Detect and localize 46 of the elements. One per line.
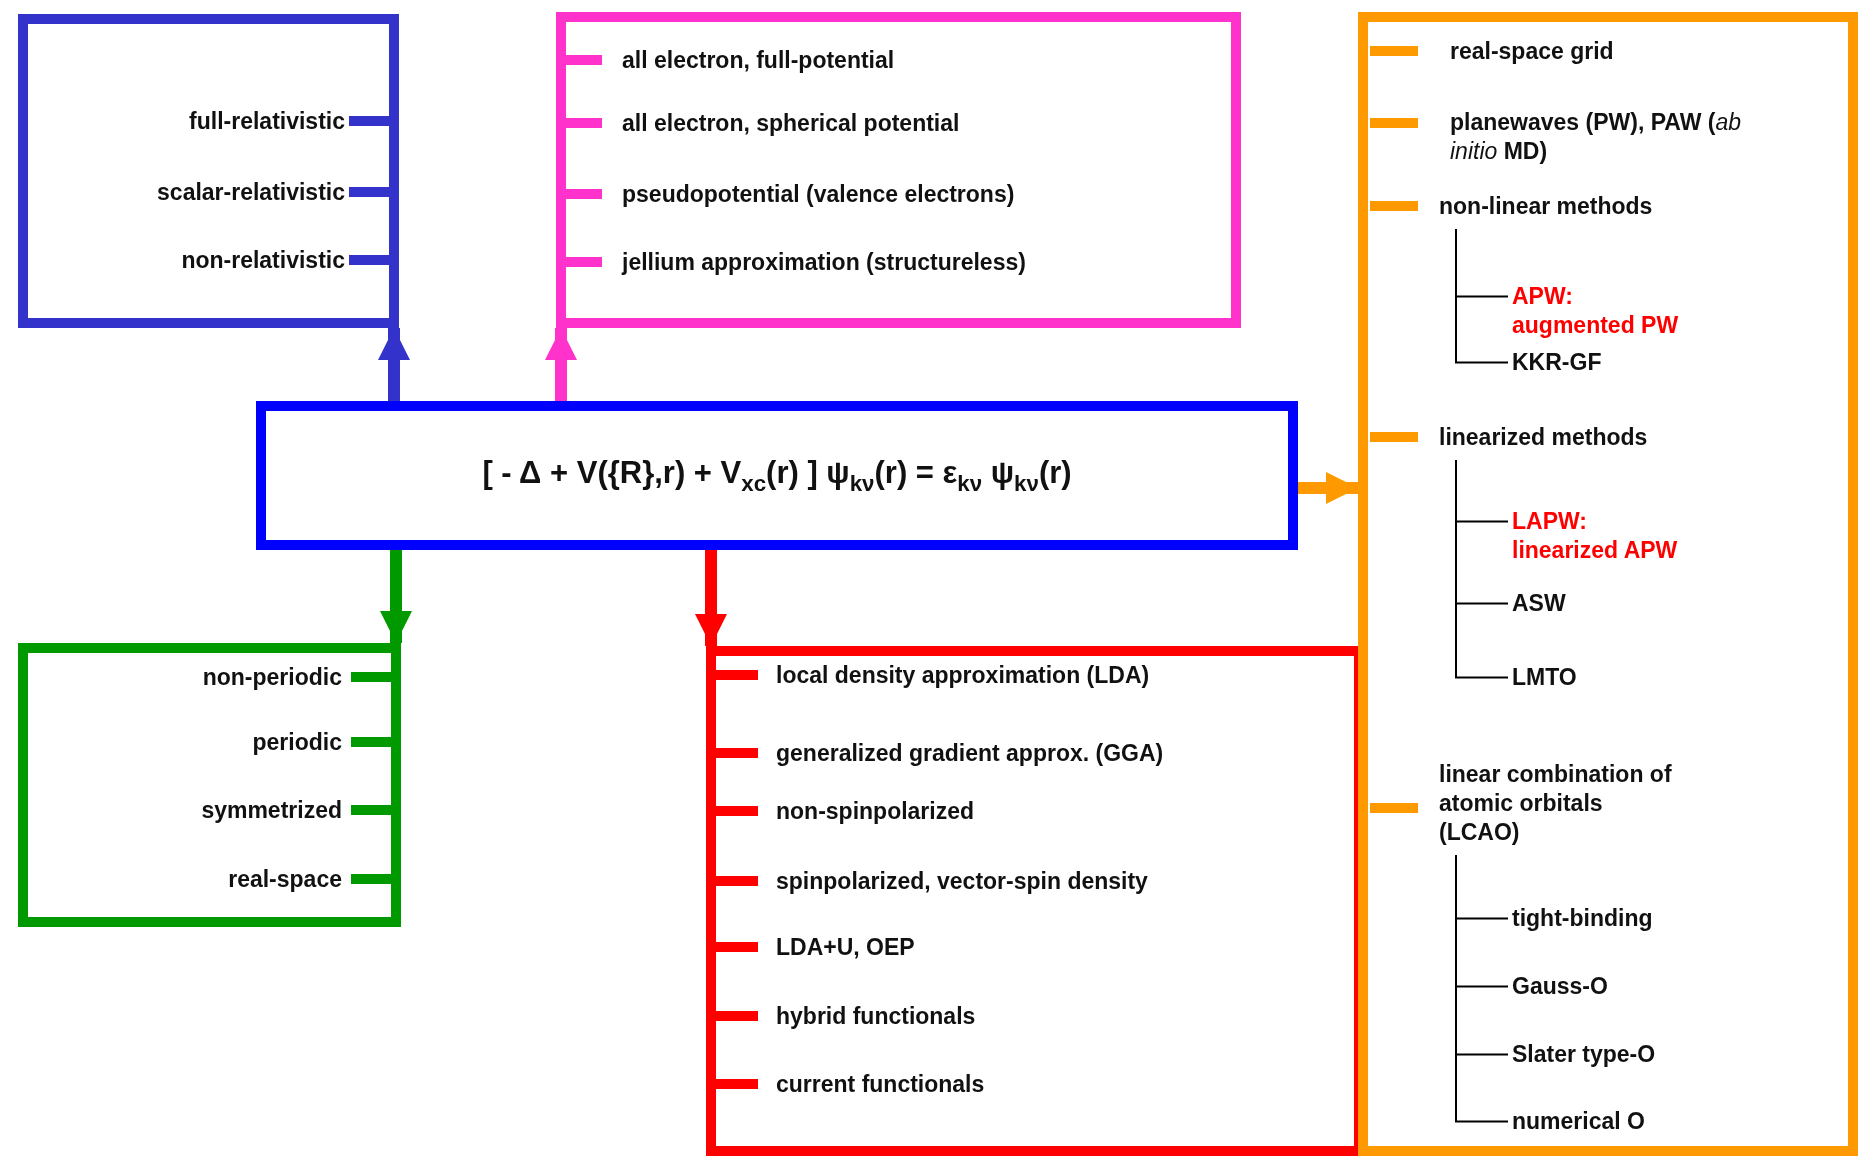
item-label: local density approximation (LDA) [776,660,1150,690]
method-label: linearized methods [1439,423,1769,452]
category-panel [18,643,401,927]
item-label: spinpolarized, vector-spin density [776,866,1148,896]
method-label: ASW [1512,589,1712,618]
method-label: Slater type-O [1512,1040,1732,1069]
method-label: non-linear methods [1439,192,1769,221]
item-label: generalized gradient approx. (GGA) [776,738,1164,768]
item-label: real-space [228,864,342,894]
arrow [695,550,727,646]
method-label: LMTO [1512,663,1712,692]
method-label: KKR-GF [1512,348,1712,377]
item-label: LDA+U, OEP [776,932,915,962]
item-label: scalar-relativistic [157,177,345,207]
item-label: non-spinpolarized [776,796,975,826]
item-label: non-periodic [202,662,342,692]
tree-connector [1455,459,1509,679]
category-panel [556,12,1241,328]
tree-connector [1455,228,1509,364]
item-label: current functionals [776,1069,985,1099]
item-label: jellium approximation (structureless) [622,247,1026,277]
item-label: symmetrized [201,795,342,825]
method-label: tight-binding [1512,904,1732,933]
item-label: all electron, spherical potential [622,108,960,138]
equation-box [256,401,1298,550]
item-label: full-relativistic [189,106,345,136]
item-label: periodic [252,727,342,757]
tree-connector [1455,854,1509,1123]
method-label: real-space grid [1450,37,1750,66]
item-label: non-relativistic [181,245,345,275]
arrow [380,550,412,643]
method-label: planewaves (PW), PAW (ab initio MD) [1450,108,1750,166]
category-panel [18,14,399,328]
method-label: LAPW: linearized APW [1512,507,1690,565]
arrow [545,328,577,401]
method-label: linear combination of atomic orbitals (LCAO) [1439,760,1679,847]
method-label: numerical O [1512,1107,1732,1136]
equation-text: [ - Δ + V({R},r) + V$_{xc}$(r) ] ψ$_{kν}$(r) = ε$_{kν}$ ψ$_{kν}$(r) [482,454,1072,497]
arrow [378,328,410,401]
method-label: APW: augmented PW [1512,282,1690,340]
category-panel [1358,12,1858,1156]
item-label: all electron, full-potential [622,45,895,75]
item-label: hybrid functionals [776,1001,976,1031]
item-label: pseudopotential (valence electrons) [622,179,1015,209]
method-label: Gauss-O [1512,972,1732,1001]
arrow [1298,472,1358,504]
